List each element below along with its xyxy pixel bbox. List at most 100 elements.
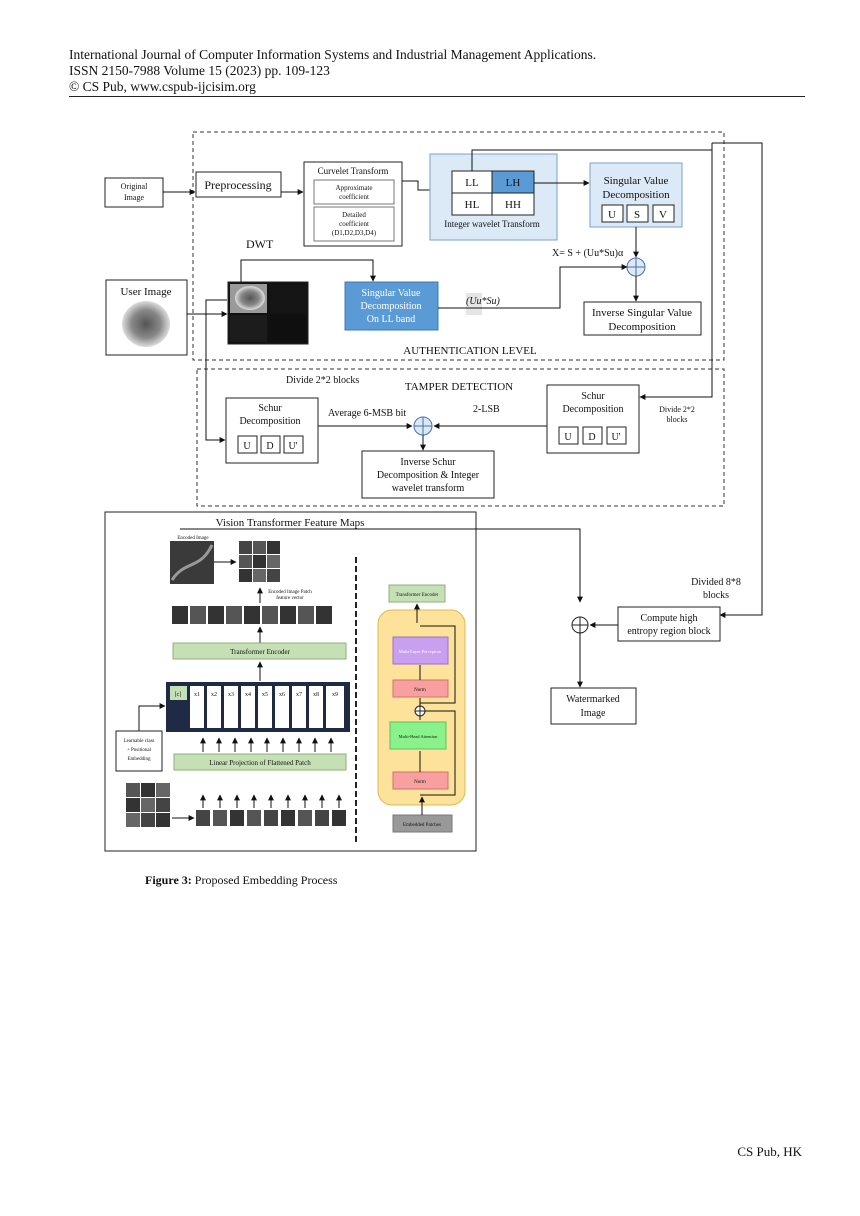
footer-publisher: CS Pub, HK — [737, 1144, 802, 1159]
detailed-coeff-1: Detailed — [342, 211, 366, 219]
subband-ll-label: LL — [465, 177, 479, 189]
inverse-schur-3: wavelet transform — [392, 483, 465, 494]
two-lsb-label: 2-LSB — [473, 404, 500, 415]
svd-u-label: U — [608, 209, 616, 221]
subband-lh-label: LH — [506, 177, 521, 189]
watermarked-1: Watermarked — [566, 694, 620, 705]
embedding-process-diagram: Original Image Preprocessing Curvelet Tr… — [104, 131, 763, 852]
svd-u — [601, 204, 624, 223]
token-x6: x6 — [279, 692, 285, 698]
encoded-patch-1: Encoded Image Patch — [268, 590, 312, 595]
schur-left-2: Decomposition — [239, 416, 300, 427]
encoded-patch-2: feature vector — [276, 596, 304, 601]
divide-2x2-left: Divide 2*2 blocks — [286, 375, 359, 386]
isvd-label-1: Inverse Singular Value — [592, 307, 692, 319]
watermarked-box — [550, 687, 637, 725]
learnable-3: Embedding — [127, 757, 151, 762]
curvelet-title: Curvelet Transform — [318, 166, 389, 176]
inverse-schur-1: Inverse Schur — [400, 457, 456, 468]
token-x4: x4 — [245, 692, 251, 698]
isvd-box — [583, 301, 702, 336]
iwt-label: Integer wavelet Transform — [444, 219, 539, 229]
transformer-encoder-label: Transformer Encoder — [230, 648, 290, 656]
isvd-label-2: Decomposition — [608, 321, 676, 333]
transformer-encoder-bar — [172, 642, 347, 660]
publisher-line: © CS Pub, www.cspub-ijcisim.org — [69, 79, 256, 94]
svd-ll-box — [344, 281, 439, 331]
compute-entropy-box — [617, 606, 721, 642]
svd-title-1: Singular Value — [604, 175, 669, 187]
svd-title-2: Decomposition — [602, 189, 670, 201]
authentication-region — [192, 131, 725, 361]
token-x8: x8 — [313, 692, 319, 698]
schur-right-d: D — [588, 432, 595, 443]
journal-title: International Journal of Computer Inform… — [69, 47, 597, 62]
approx-coeff-2: coefficient — [339, 193, 369, 201]
original-image-box — [104, 177, 164, 208]
embedding-formula: X= S + (Uu*Su)α — [552, 248, 624, 259]
schur-left-u2: U' — [288, 441, 297, 452]
watermarked-2: Image — [581, 708, 607, 719]
encoder-header — [388, 584, 446, 603]
input-patches — [126, 783, 170, 827]
mlp-label: Multi-Layer Perceptron — [399, 649, 442, 654]
token-x5: x5 — [262, 692, 268, 698]
encoded-image — [170, 541, 214, 584]
original-image-label-1: Original — [121, 182, 148, 191]
avg-msb-label: Average 6-MSB bit — [328, 408, 406, 419]
detailed-coeff-box — [313, 206, 395, 242]
vit-title: Vision Transformer Feature Maps — [216, 517, 365, 529]
embedded-patches-label: Embedded Patches — [403, 823, 441, 828]
user-image-label: User Image — [120, 286, 171, 298]
figure-caption: Figure 3: Proposed Embedding Process — [145, 873, 337, 888]
token-x1: x1 — [194, 692, 200, 698]
schur-right-u2: U' — [611, 432, 620, 443]
header-rule — [69, 96, 805, 97]
preprocessing-label: Preprocessing — [204, 178, 271, 192]
learnable-1: Learnable class — [124, 739, 155, 744]
uu-su-label: (Uu*Su) — [466, 296, 501, 307]
divided-8x8-1: Divided 8*8 — [691, 577, 741, 588]
detailed-coeff-2: coefficient — [339, 220, 369, 228]
norm-label-top: Norm — [414, 688, 426, 693]
auth-level-label: AUTHENTICATION LEVEL — [403, 345, 537, 357]
divide-2x2-right-1: Divide 2*2 — [659, 405, 695, 414]
inverse-schur-box — [361, 450, 495, 499]
mha-box — [389, 721, 447, 750]
token-columns — [170, 686, 344, 728]
token-x9: x9 — [332, 692, 338, 698]
learnable-2: + Positional — [127, 748, 152, 753]
dwt-label: DWT — [246, 237, 274, 251]
up-arrows — [200, 737, 334, 752]
schur-left-1: Schur — [258, 403, 282, 414]
encoded-image-label: Encoded Image — [177, 536, 209, 541]
tamper-detection-label: TAMPER DETECTION — [405, 381, 513, 393]
flattened-patches — [196, 810, 346, 826]
schur-left-u: U — [243, 441, 251, 452]
svd-v — [652, 204, 675, 223]
schur-right-2: Decomposition — [562, 404, 623, 415]
issn-line: ISSN 2150-7988 Volume 15 (2023) pp. 109-… — [69, 63, 330, 78]
detailed-coeff-3: (D1,D2,D3,D4) — [332, 229, 377, 237]
token-x2: x2 — [211, 692, 217, 698]
schur-right-u: U — [564, 432, 572, 443]
schur-right-1: Schur — [581, 391, 605, 402]
patch-grid — [239, 541, 280, 582]
linear-projection-bar — [173, 753, 347, 771]
compute-entropy-2: entropy region block — [627, 626, 710, 637]
figure-label: Figure 3: — [145, 873, 192, 887]
divided-8x8-2: blocks — [703, 590, 729, 601]
subband-hh — [491, 192, 535, 216]
schur-left-d: D — [266, 441, 273, 452]
encoder-header-label: Transformer Encoder — [396, 593, 439, 598]
approx-coeff-1: Approximate — [336, 184, 373, 192]
original-image-label-2: Image — [124, 193, 144, 202]
figure-caption-text: Proposed Embedding Process — [191, 873, 338, 887]
svd-ll-1: Singular Value — [362, 288, 422, 299]
fingerprint-image — [122, 301, 170, 347]
token-x3: x3 — [228, 692, 234, 698]
norm-label-bottom: Norm — [414, 780, 426, 785]
subband-hl-label: HL — [465, 199, 480, 211]
feature-strip — [172, 606, 332, 624]
svd-s — [626, 204, 649, 223]
